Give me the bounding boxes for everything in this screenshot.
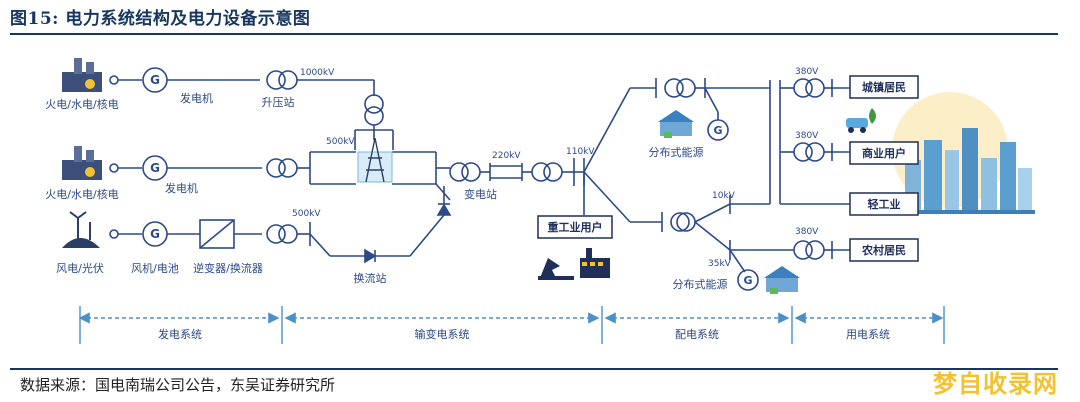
label-kv-380-2: 380V (795, 131, 819, 141)
generator-symbol: G (743, 274, 752, 287)
section-consumption: 用电系统 (846, 328, 890, 341)
label-user-rural: 农村居民 (861, 243, 906, 257)
transformer-icon (266, 224, 286, 244)
city-skyline-icon (892, 92, 1035, 214)
wind-solar-icon (62, 211, 100, 248)
diode-icon (364, 248, 377, 264)
solar-house-icon (658, 110, 694, 138)
source-note: 数据来源：国电南瑞公司公告，东吴证券研究所 (20, 376, 336, 394)
transformer-icon (793, 142, 813, 162)
label-substation: 变电站 (464, 187, 497, 201)
label-converter: 换流站 (354, 271, 387, 285)
label-heavy-user: 重工业用户 (548, 220, 603, 234)
factory-icon (580, 248, 610, 278)
label-kv-500-a: 500kV (326, 137, 355, 147)
user-box-heavy-industry (537, 215, 613, 239)
power-plant-icon (62, 58, 102, 92)
transformer-icon (531, 162, 551, 182)
label-generator3: 风机/电池 (131, 261, 179, 275)
generator-symbol: G (150, 227, 160, 241)
power-plant-icon (62, 146, 102, 180)
label-kv-380-3: 380V (795, 227, 819, 237)
generator-symbol: G (150, 73, 160, 87)
transformer-icon (793, 78, 813, 98)
label-kv-380-1: 380V (795, 67, 819, 77)
transformer-icon (364, 94, 384, 114)
user-box-commercial (849, 141, 919, 165)
generator-symbol: G (150, 161, 160, 175)
section-transmission: 输变电系统 (415, 327, 470, 341)
label-gen-row2: 火电/水电/核电 (45, 187, 118, 201)
figure-title: 图15: 电力系统结构及电力设备示意图 (10, 9, 311, 29)
user-box-rural (849, 238, 919, 262)
label-dist-energy2: 分布式能源 (673, 277, 728, 291)
label-kv-220: 220kV (492, 151, 521, 161)
transformer-icon (664, 78, 684, 98)
label-kv-35: 35kV (708, 259, 732, 269)
top-rule (10, 33, 1058, 35)
generator-icon (737, 269, 759, 291)
section-generation: 发电系统 (158, 327, 202, 341)
label-user-commercial: 商业用户 (862, 146, 906, 160)
diode-icon (436, 203, 452, 216)
label-kv-500-b: 500kV (292, 209, 321, 219)
label-gen-row3: 风电/光伏 (56, 261, 104, 275)
label-user-light: 轻工业 (868, 197, 901, 211)
terminal-node (109, 75, 119, 85)
label-generator1: 发电机 (180, 91, 213, 105)
electric-car-icon (846, 108, 876, 133)
label-kv-110: 110kV (566, 147, 595, 157)
section-distribution: 配电系统 (675, 328, 719, 341)
transformer-icon (266, 158, 286, 178)
transformer-icon (670, 212, 690, 232)
transformer-icon (793, 240, 813, 260)
watermark: 梦自收录网 (933, 370, 1058, 398)
label-step-up: 升压站 (262, 95, 295, 109)
transformer-icon (449, 162, 469, 182)
label-generator2: 发电机 (165, 181, 198, 195)
label-gen-row1: 火电/水电/核电 (45, 97, 118, 111)
user-box-urban (849, 75, 919, 99)
transmission-tower-icon (357, 137, 393, 183)
label-dist-energy1: 分布式能源 (649, 145, 704, 159)
user-box-light-industry (849, 192, 919, 216)
bottom-rule (10, 368, 1058, 370)
label-inverter: 逆变器/换流器 (193, 261, 263, 275)
generator-symbol: G (713, 124, 722, 137)
transformer-icon (266, 70, 286, 90)
oil-pump-icon (538, 258, 574, 280)
label-kv-10: 10kV (712, 191, 736, 201)
solar-house-icon (764, 266, 800, 294)
label-kv-1000: 1000kV (300, 68, 335, 78)
label-user-urban: 城镇居民 (862, 80, 906, 94)
